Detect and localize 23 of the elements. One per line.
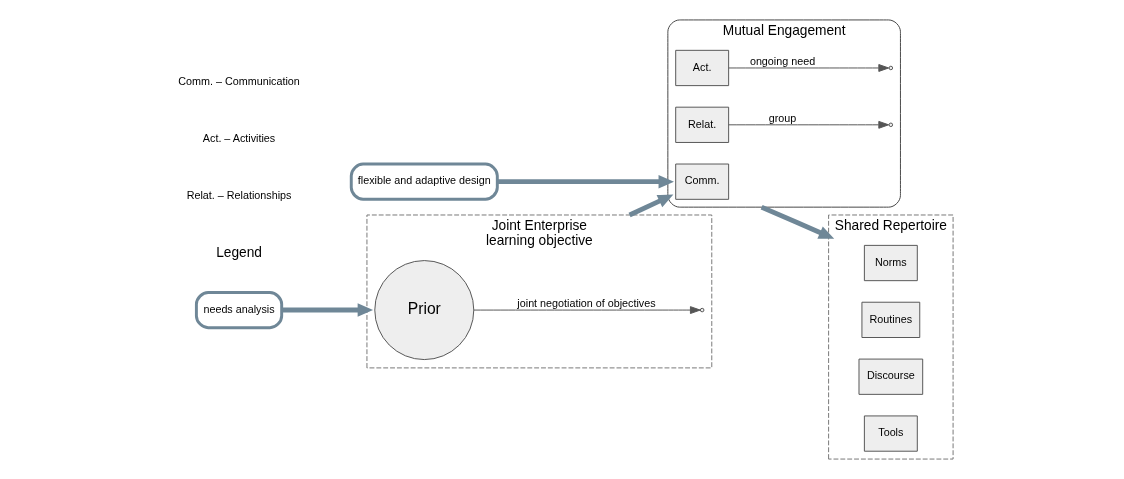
node-box: Relat. — [675, 106, 730, 143]
node-box: Discourse — [858, 358, 924, 395]
edge-label: joint negotiation of objectives — [517, 296, 656, 309]
arrow — [282, 303, 374, 317]
legend-label: Comm. – Communication — [178, 75, 300, 88]
node-box: needs analysis — [194, 290, 284, 330]
node-box: Comm. — [675, 163, 730, 200]
legend-label: Act. – Activities — [202, 132, 276, 145]
node-box: Routines — [861, 301, 921, 338]
arrow — [760, 204, 835, 239]
node-box: Tools — [863, 415, 918, 452]
arrow — [728, 64, 890, 72]
edge-label: group — [768, 111, 797, 124]
node-box: Act. — [675, 49, 730, 87]
legend-label: Relat. – Relationships — [186, 189, 292, 202]
arrow — [497, 174, 674, 189]
node-box: Norms — [863, 244, 918, 282]
label: Legend — [216, 244, 262, 260]
node-box: flexible and adaptive design — [349, 162, 499, 201]
node-circle: Prior — [374, 260, 475, 361]
arrow — [473, 306, 701, 314]
arrow — [728, 120, 890, 129]
edge-label: ongoing need — [749, 54, 816, 67]
